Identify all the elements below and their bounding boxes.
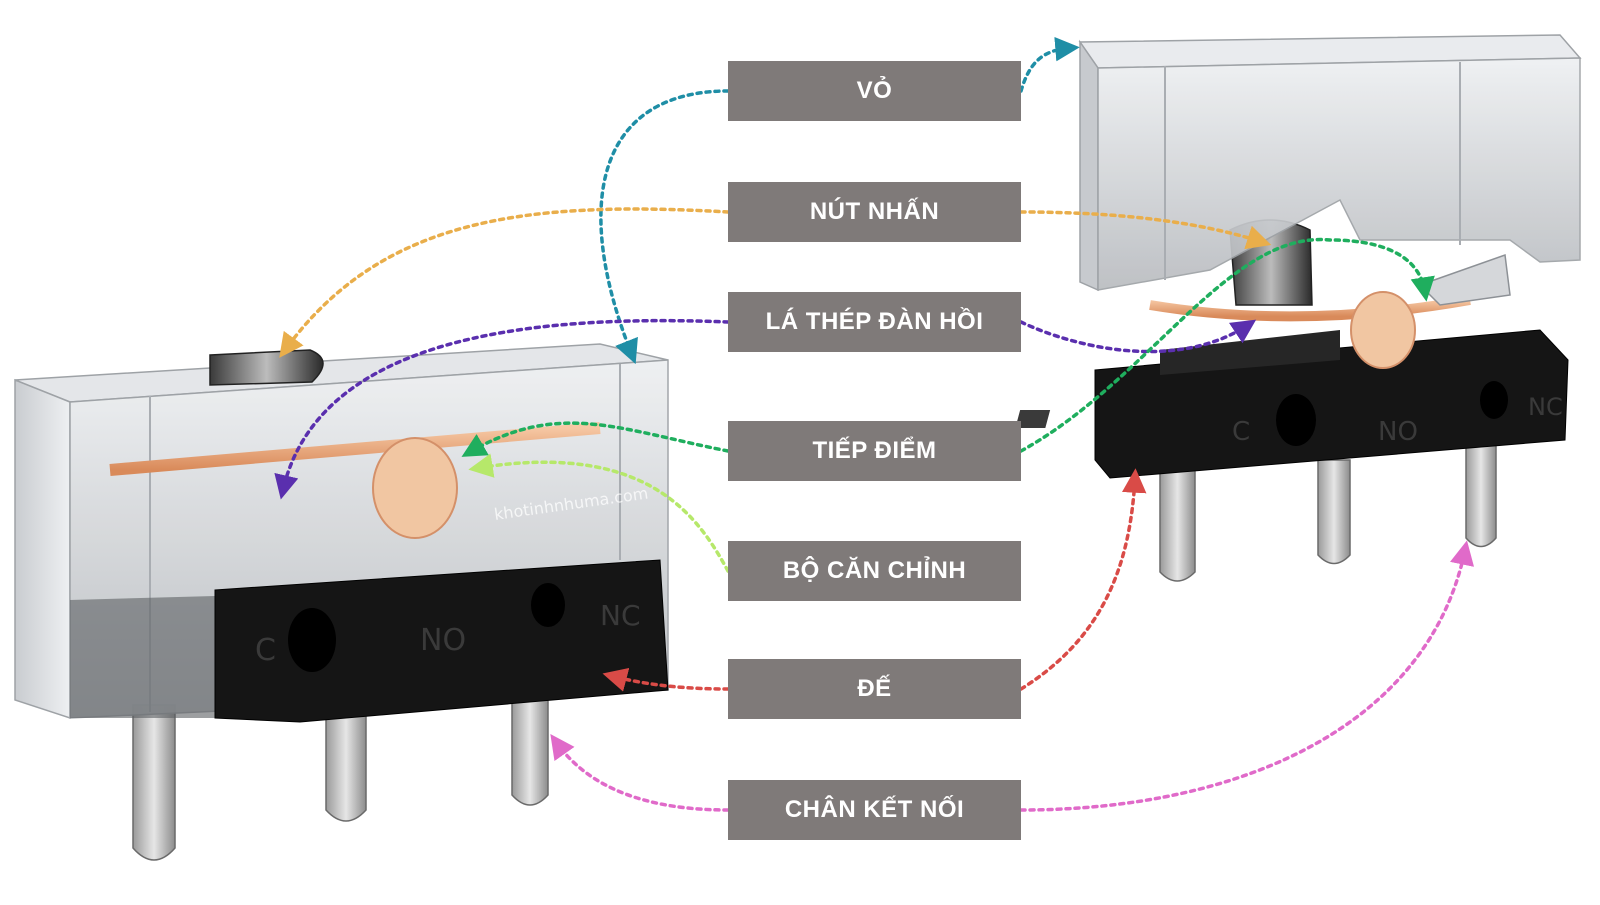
left-copper-spring [109, 422, 601, 476]
right-exploded-switch: C NO NC [1015, 34, 1582, 582]
right-contact [1350, 291, 1416, 369]
arrow-nut-nhan-left [279, 207, 730, 358]
arrow-tiep-diem-right [1019, 237, 1435, 453]
arrow-la-thep-right [1019, 319, 1257, 354]
arrow-chan-ket-noi-left [550, 734, 730, 812]
left-contact [372, 437, 458, 539]
right-cover [1078, 34, 1582, 292]
arrow-de-right [1019, 468, 1147, 691]
label-bo-can-chinh: BỘ CĂN CHỈNH [728, 541, 1021, 601]
label-chan-ket-noi: CHÂN KẾT NỐI [728, 780, 1021, 840]
arrow-tiep-diem-left [461, 421, 730, 457]
arrow-vo-right [1019, 36, 1080, 93]
left-pins [132, 689, 549, 861]
right-marking-c: C [1232, 417, 1250, 447]
arrow-de-left [602, 667, 730, 692]
arrow-la-thep-left [274, 318, 730, 500]
left-marking-no: NO [420, 623, 466, 658]
left-marking-nc: NC [600, 599, 641, 632]
arrow-nut-nhan-right [1019, 210, 1272, 250]
label-vo: VỎ [728, 61, 1021, 121]
left-button [209, 349, 324, 386]
callout-arrows [274, 36, 1475, 812]
arrow-chan-ket-noi-right [1019, 540, 1475, 812]
right-marking-no: NO [1378, 417, 1418, 447]
label-la-thep-dan-hoi: LÁ THÉP ĐÀN HỒI [728, 292, 1021, 352]
arrow-vo-left [599, 89, 730, 365]
right-pins [1159, 444, 1497, 582]
left-assembled-switch: C NO NC khotinhnhuma.com [14, 343, 669, 861]
label-de: ĐẾ [728, 659, 1021, 719]
label-nut-nhan: NÚT NHẤN [728, 182, 1021, 242]
label-tiep-diem: TIẾP ĐIỂM [728, 421, 1021, 481]
left-marking-c: C [255, 633, 276, 668]
right-marking-nc: NC [1528, 393, 1563, 421]
arrow-bo-can-chinh [468, 453, 730, 573]
